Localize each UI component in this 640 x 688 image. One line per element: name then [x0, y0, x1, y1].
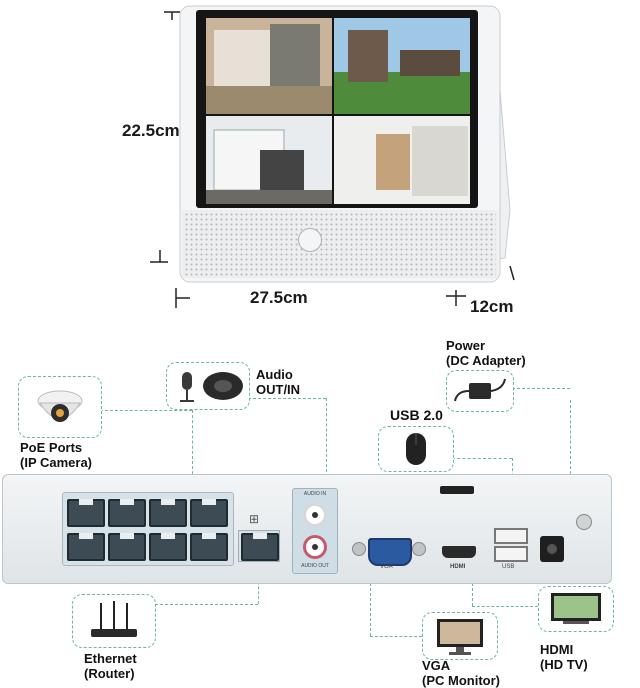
- power-label: Power (DC Adapter): [446, 338, 526, 368]
- connector-line-ethernet-h: [155, 604, 258, 605]
- ethernet-label-line2: (Router): [84, 666, 135, 681]
- microphone-speaker-icon: [180, 372, 243, 402]
- connector-line-hdmi-h: [472, 606, 538, 607]
- audio-in-label: AUDIO IN: [303, 491, 327, 497]
- audio-box: [166, 362, 250, 410]
- ethernet-label-line1: Ethernet: [84, 651, 137, 666]
- ethernet-label: Ethernet (Router): [84, 651, 137, 681]
- usb-port-1[interactable]: [494, 528, 528, 544]
- connector-line-usb: [452, 458, 512, 459]
- ground-screw: [576, 514, 592, 530]
- speaker-grille: [184, 212, 496, 276]
- audio-in-jack[interactable]: [303, 503, 327, 527]
- network-icon: ⊞: [249, 512, 260, 526]
- connector-line-poe-down: [192, 410, 193, 510]
- power-label-line1: Power: [446, 338, 486, 353]
- tv-icon: [551, 593, 601, 624]
- router-icon: [91, 601, 137, 637]
- hdmi-label-line1: HDMI: [540, 642, 574, 657]
- dome-camera-icon: [37, 390, 83, 422]
- audio-jack-block: AUDIO IN AUDIO OUT: [292, 488, 338, 574]
- mouse-icon: [406, 433, 426, 465]
- audio-label-line2: OUT/IN: [256, 382, 301, 397]
- hdmi-panel-label: HDMI: [450, 564, 466, 570]
- panel-slot: [440, 486, 474, 494]
- vga-panel-label: VGA: [380, 564, 393, 570]
- connector-line-audio-down: [326, 398, 327, 523]
- poe-port-block: [62, 492, 234, 566]
- audio-label-line1: Audio: [256, 367, 293, 382]
- poe-port-2[interactable]: [108, 499, 146, 527]
- usb-mouse-box: [378, 426, 454, 472]
- dc-power-port[interactable]: [540, 536, 564, 562]
- usb-port-2[interactable]: [494, 546, 528, 562]
- poe-label-line1: PoE Ports: [20, 440, 83, 455]
- connector-line-power-h: [512, 388, 570, 389]
- poe-port-4[interactable]: [190, 499, 228, 527]
- hdmi-port[interactable]: [442, 546, 476, 558]
- height-dimension: 22.5cm: [122, 121, 180, 140]
- monitor-illustration: [150, 5, 515, 308]
- connector-line-vga: [370, 568, 371, 636]
- poe-port-3[interactable]: [149, 499, 187, 527]
- pc-monitor-icon: [437, 619, 483, 655]
- connector-line-power: [570, 400, 571, 530]
- poe-label-line2: (IP Camera): [20, 455, 93, 470]
- vga-label-line2: (PC Monitor): [422, 673, 500, 688]
- connector-line-poe: [100, 410, 192, 411]
- poe-port-5[interactable]: [67, 533, 105, 561]
- vga-label: VGA (PC Monitor): [422, 658, 500, 688]
- audio-out-jack[interactable]: [303, 535, 327, 559]
- power-box: [446, 370, 514, 412]
- vga-screw-right: [412, 542, 426, 556]
- hdmi-label: HDMI (HD TV): [540, 642, 588, 672]
- poe-camera-box: [18, 376, 102, 438]
- usb-label: USB 2.0: [390, 407, 443, 423]
- product-monitor: [150, 0, 530, 330]
- audio-out-label: AUDIO OUT: [301, 563, 329, 569]
- vga-label-line1: VGA: [422, 658, 451, 673]
- poe-label: PoE Ports (IP Camera): [20, 440, 92, 470]
- audio-label: Audio OUT/IN: [256, 367, 300, 397]
- power-adapter-icon: [454, 378, 506, 402]
- speaker-button: [298, 228, 322, 252]
- depth-dimension: 12cm: [470, 297, 514, 316]
- pc-monitor-box: [422, 612, 498, 660]
- poe-port-8[interactable]: [190, 533, 228, 561]
- ethernet-port[interactable]: [238, 530, 280, 562]
- hd-tv-box: [538, 586, 614, 632]
- usb-panel-label: USB: [502, 564, 515, 570]
- router-box: [72, 594, 156, 648]
- connector-line-hdmi: [472, 568, 473, 606]
- poe-port-7[interactable]: [149, 533, 187, 561]
- width-dimension: 27.5cm: [250, 288, 308, 307]
- vga-screw-left: [352, 542, 366, 556]
- connector-line-vga-h: [370, 636, 422, 637]
- connector-line-audio: [248, 398, 326, 399]
- hdmi-label-line2: (HD TV): [540, 657, 588, 672]
- poe-port-6[interactable]: [108, 533, 146, 561]
- vga-port[interactable]: [368, 538, 412, 566]
- power-label-line2: (DC Adapter): [446, 353, 526, 368]
- poe-port-1[interactable]: [67, 499, 105, 527]
